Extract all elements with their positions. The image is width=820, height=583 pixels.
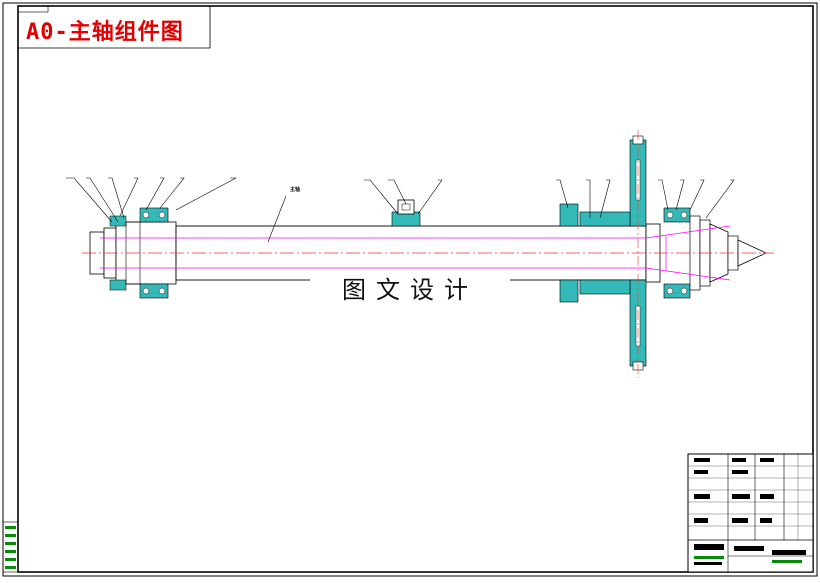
leader-lines: [66, 177, 735, 243]
watermark-text: 图文设计: [310, 270, 510, 310]
title-block: [687, 453, 814, 573]
inner-frame: [17, 5, 814, 573]
drawing-title: A0-主轴组件图: [26, 20, 184, 45]
title-box: [18, 6, 211, 49]
left-bearing: [109, 207, 169, 299]
revision-strip: [2, 521, 19, 573]
part-label-spindle: 主轴: [290, 187, 301, 193]
taper-hidden-lines: [100, 225, 731, 281]
middle-bracket: [391, 199, 421, 227]
corner-box: [17, 5, 49, 13]
